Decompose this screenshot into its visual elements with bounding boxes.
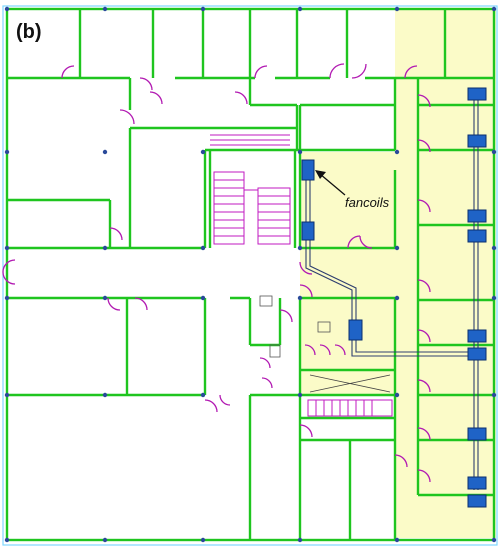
fixtures <box>259 295 331 358</box>
fancoils-label: fancoils <box>345 195 390 210</box>
columns <box>4 6 497 543</box>
fancoil-unit <box>467 229 487 243</box>
fancoil-unit <box>467 347 487 361</box>
interior-walls <box>7 9 494 540</box>
stairs <box>210 134 393 417</box>
fancoil-unit <box>467 87 487 101</box>
fancoils-annotation: fancoils <box>315 170 390 210</box>
fancoil-unit <box>467 134 487 148</box>
fancoil-unit <box>467 329 487 343</box>
panel-label: (b) <box>16 21 42 43</box>
fancoil-unit <box>348 319 363 341</box>
highlighted-zone <box>300 10 496 538</box>
fancoil-unit <box>301 159 315 181</box>
doors <box>2 63 431 483</box>
fancoil-unit <box>301 221 315 241</box>
fancoil-unit <box>467 209 487 223</box>
fancoil-unit <box>467 427 487 441</box>
fancoil-unit <box>467 476 487 490</box>
fancoil-units <box>301 87 487 508</box>
fancoil-unit <box>467 494 487 508</box>
fancoil-piping <box>305 94 479 490</box>
